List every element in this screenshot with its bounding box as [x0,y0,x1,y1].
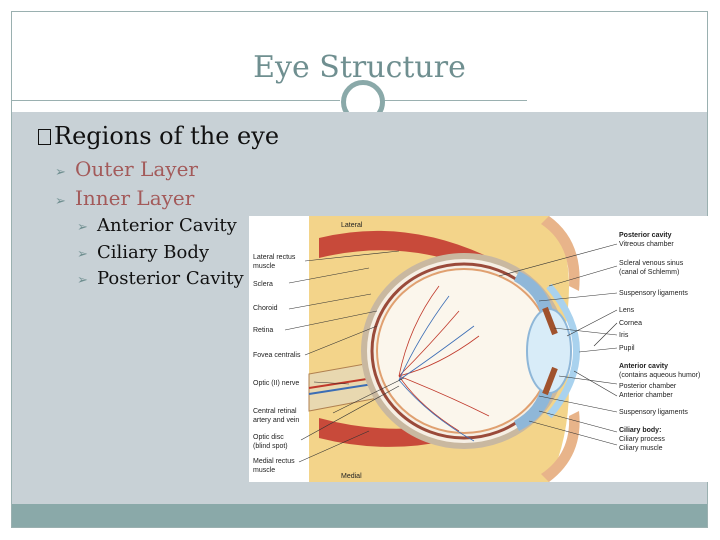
retina [376,268,552,434]
arrow-bullet-icon: ➢ [77,273,88,288]
diagram-label: Iris [619,332,629,339]
eye-diagram: Lateral Lateral rectus muscle Sclera Cho… [249,216,715,482]
diagram-label: Vitreous chamber [619,241,674,248]
diagram-label: Suspensory ligaments [619,409,688,416]
diagram-label: Medial [341,473,362,480]
diagram-label: muscle [253,263,275,270]
bottom-bar [12,504,707,527]
lens [526,308,572,394]
missing-glyph-icon [38,129,51,145]
diagram-label: Central retinal [253,408,297,415]
diagram-label: artery and vein [253,417,299,424]
sub-list-item-label: Anterior Cavity [97,215,237,236]
slide-title: Eye Structure [253,50,466,85]
cornea [546,283,580,419]
diagram-label: Medial rectus [253,458,295,465]
title-rule-left [12,100,340,101]
arrow-bullet-icon: ➢ [55,194,66,209]
diagram-label: Ciliary body: [619,427,661,434]
list-item-label: Inner Layer [75,186,195,210]
diagram-label: Sclera [253,281,273,288]
sub-list-item: ➢ Posterior Cavity [77,268,244,289]
diagram-label: Choroid [253,305,278,312]
diagram-label: (blind spot) [253,443,288,450]
diagram-label: muscle [253,467,275,474]
diagram-label: Posterior chamber [619,383,677,390]
list-item-label: Outer Layer [75,157,198,181]
diagram-label: Anterior cavity [619,363,668,370]
diagram-label: Posterior cavity [619,232,672,239]
sub-list-item-label: Posterior Cavity [97,268,244,289]
retinal-vessels [398,285,490,432]
list-item: ➢ Outer Layer [55,157,198,181]
diagram-label: Lens [619,307,635,314]
arrow-bullet-icon: ➢ [77,220,88,235]
diagram-label: Anterior chamber [619,392,673,399]
ciliary-body-upper [514,271,554,316]
diagram-label: Pupil [619,345,635,352]
diagram-label: Ciliary process [619,436,665,443]
diagram-label: (contains aqueous humor) [619,372,700,379]
diagram-label: Lateral rectus [253,254,296,261]
diagram-label: Optic (II) nerve [253,380,299,387]
sub-list-item: ➢ Ciliary Body [77,242,209,263]
lateral-rectus-muscle [319,230,539,298]
sub-list-item: ➢ Anterior Cavity [77,215,237,236]
diagram-label: Suspensory ligaments [619,290,688,297]
list-item: ➢ Inner Layer [55,186,194,210]
eye-diagram-svg: Lateral Lateral rectus muscle Sclera Cho… [249,216,715,482]
arrow-bullet-icon: ➢ [77,247,88,262]
diagram-label: Scleral venous sinus [619,260,684,267]
diagram-label: Lateral [341,222,363,229]
diagram-label: Fovea centralis [253,352,301,359]
sub-list-item-label: Ciliary Body [97,242,210,263]
title-rule-right [382,100,527,101]
diagram-label: Cornea [619,320,642,327]
arrow-bullet-icon: ➢ [55,165,66,180]
diagram-label: Ciliary muscle [619,445,663,452]
diagram-label: Retina [253,327,273,334]
diagram-label: (canal of Schlemm) [619,269,679,276]
medial-rectus-muscle [319,394,539,447]
heading-bullet: Regions of the eye [38,122,279,150]
heading-text: Regions of the eye [54,122,280,150]
diagram-label: Optic disc [253,434,284,441]
